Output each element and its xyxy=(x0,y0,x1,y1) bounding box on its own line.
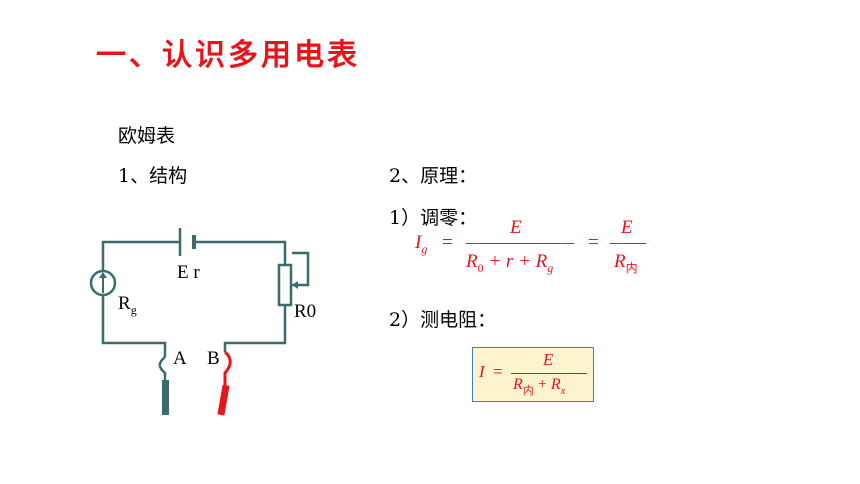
rheostat-label: R0 xyxy=(294,301,317,322)
measure-formula-box: I = E R内 + Rx xyxy=(472,347,594,402)
structure-label: 1、结构 xyxy=(118,165,188,187)
formula1-fraction-bar-2 xyxy=(610,243,646,244)
terminal-a-label: A xyxy=(173,348,187,369)
formula1-lhs: Ig xyxy=(415,232,428,256)
formula1-fraction-bar-1 xyxy=(466,243,574,244)
formula1-denominator-2: R内 xyxy=(614,251,638,275)
measure-label: 2）测电阻： xyxy=(389,309,497,331)
formula2-denominator: R内 + Rx xyxy=(513,376,566,397)
circuit-wires xyxy=(101,240,310,383)
formula2-numerator: E xyxy=(543,350,554,369)
principle-label: 2、原理： xyxy=(389,165,478,187)
terminal-b-label: B xyxy=(207,348,220,369)
probe-b-wire xyxy=(223,350,232,387)
probe-b xyxy=(217,384,230,416)
page-title: 一、认识多用电表 xyxy=(96,38,360,73)
ohmmeter-circuit-diagram xyxy=(89,228,310,416)
rheostat-r0 xyxy=(277,263,293,307)
galvanometer-label: Rg xyxy=(118,293,137,317)
formula1-numerator-1: E xyxy=(510,217,522,238)
zeroing-formula: Ig = E R0 + r + Rg = E R内 xyxy=(410,215,660,285)
formula1-numerator-2: E xyxy=(621,217,633,238)
section-heading: 欧姆表 xyxy=(118,125,176,147)
formula2-equals: = xyxy=(493,362,503,381)
formula1-denominator-1: R0 + r + Rg xyxy=(466,251,554,275)
zeroing-label: 1）调零： xyxy=(389,207,478,229)
formula2-fraction-bar xyxy=(511,373,587,374)
formula2-lhs: I xyxy=(479,362,485,381)
probe-a xyxy=(162,380,169,415)
formula1-equals-1: = xyxy=(442,232,453,253)
formula1-equals-2: = xyxy=(588,232,599,253)
battery-label: E r xyxy=(177,262,200,283)
